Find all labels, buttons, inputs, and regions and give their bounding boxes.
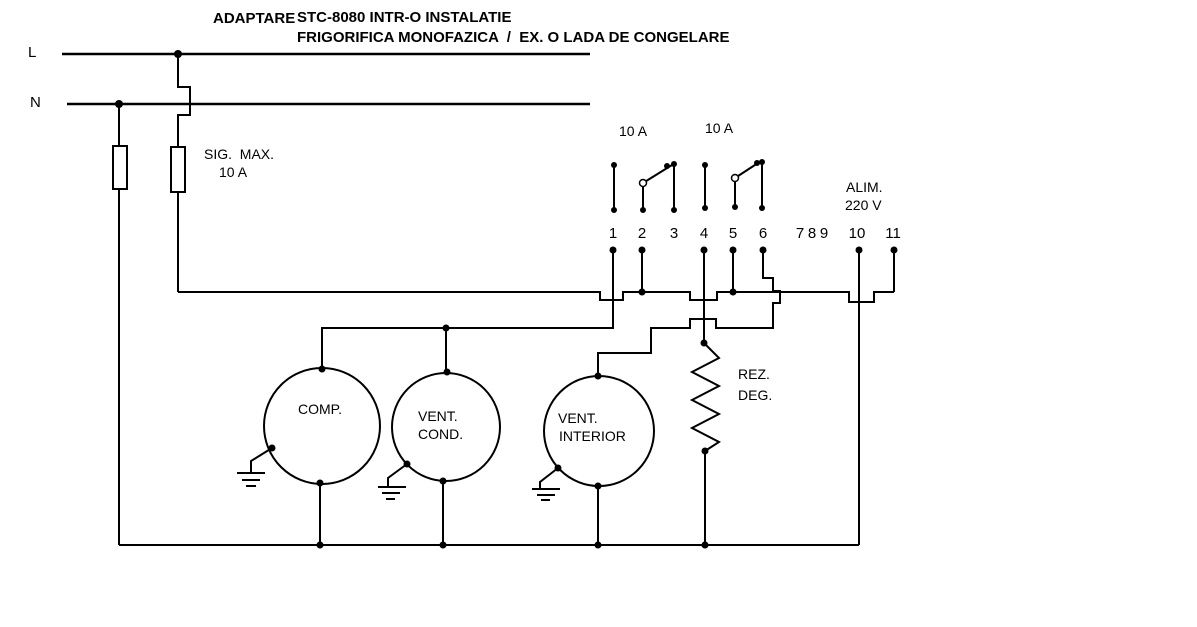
junction-dots [115,50,898,549]
title-line2: FRIGORIFICA MONOFAZICA / EX. O LADA DE C… [297,29,730,46]
alim-voltage-label: 220 V [845,197,882,213]
title-prefix: ADAPTARE [213,10,296,27]
interior-fan-label-line1: VENT. [558,410,598,426]
terminal-label-9: 9 [819,225,829,242]
relay1-rating-label: 10 A [619,123,648,139]
terminal-label-10: 10 [848,225,866,242]
terminal-label-6: 6 [758,225,768,242]
terminal-label-4: 4 [699,225,709,242]
neutral-label: N [30,94,41,111]
relay2-rating-label: 10 A [705,120,734,136]
condenser-fan-label-line2: COND. [418,426,464,442]
live-branch-wire [177,54,191,292]
terminal-4-wire [703,250,706,545]
compressor-label: COMP. [297,401,343,417]
condenser-fan-label-line1: VENT. [418,408,458,424]
live-bus-wire [178,291,894,303]
terminal-label-11: 11 [885,225,901,242]
terminal-label-7: 7 [795,225,805,242]
fuse-live [170,146,186,193]
interior-fan-ground-symbol [532,467,560,501]
terminal-6-wire [597,250,781,376]
title-line1: STC-8080 INTR-O INSTALATIE [297,9,512,26]
fuse-neutral [112,145,128,190]
contact-pivot-dots [638,173,740,188]
terminal-label-8: 8 [807,225,817,242]
terminal-label-1: 1 [608,225,618,242]
terminal-label-5: 5 [728,225,738,242]
relay2-contacts [704,162,763,208]
defrost-resistor-zigzag [689,342,722,452]
defrost-heater-label-line2: DEG. [738,387,773,403]
fuse-name-label: SIG. MAX. [204,146,275,162]
terminal-label-2: 2 [637,225,647,242]
alim-label: ALIM. [846,179,883,195]
compressor-ground-symbol [237,447,273,487]
live-label: L [28,44,37,61]
terminal-1-wire [321,250,614,372]
interior-fan-label-line2: INTERIOR [559,428,626,444]
fuse-rating-label: 10 A [219,164,248,180]
condenser-fan-ground-symbol [378,463,408,500]
compressor-motor-symbol [263,367,381,485]
defrost-heater-label-line1: REZ. [738,366,770,382]
terminal-label-3: 3 [669,225,679,242]
